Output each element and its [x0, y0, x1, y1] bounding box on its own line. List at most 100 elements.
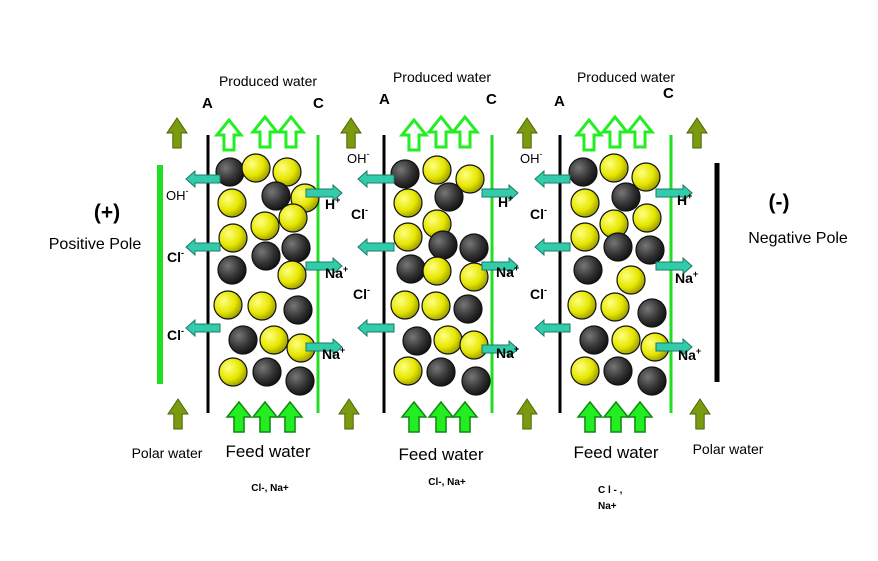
resin-bead-yellow	[393, 222, 423, 252]
produced-water-label-1: Produced water	[219, 73, 317, 89]
resin-bead-yellow	[570, 356, 600, 386]
ion-migration-arrow-icon	[481, 183, 519, 203]
feed-ions-3b: Na+	[598, 501, 617, 512]
ion-label-na: Na+	[325, 264, 348, 281]
ion-migration-arrow-icon	[305, 337, 343, 357]
produced-water-arrow-icon	[213, 117, 245, 152]
resin-bead-yellow	[250, 211, 280, 241]
feed-water-arrow-icon	[626, 400, 654, 433]
resin-bead-yellow	[632, 203, 662, 233]
resin-bead-yellow	[422, 155, 452, 185]
polar-water-arrow-icon	[686, 117, 708, 149]
resin-bead-black	[635, 235, 665, 265]
ion-label-cl: Cl-	[353, 285, 370, 302]
membrane-a-label-3: A	[554, 93, 565, 110]
polar-water-label-right: Polar water	[693, 441, 764, 457]
resin-bead-black	[217, 255, 247, 285]
ion-label-na: Na+	[496, 344, 519, 361]
resin-bead-yellow	[247, 291, 277, 321]
ion-migration-arrow-icon	[534, 318, 571, 338]
resin-beads	[213, 153, 670, 396]
resin-bead-black	[281, 233, 311, 263]
resin-bead-yellow	[259, 325, 289, 355]
resin-bead-yellow	[278, 203, 308, 233]
polar-water-arrow-icon	[516, 117, 538, 149]
resin-bead-black	[461, 366, 491, 396]
feed-water-label-2: Feed water	[398, 445, 483, 464]
produced-water-arrow-icon	[275, 114, 307, 149]
resin-bead-yellow	[570, 188, 600, 218]
ion-migration-arrow-icon	[655, 183, 693, 203]
resin-bead-yellow	[600, 292, 630, 322]
resin-bead-black	[396, 254, 426, 284]
resin-bead-yellow	[422, 256, 452, 286]
polar-water-label-left: Polar water	[132, 445, 203, 461]
resin-bead-black	[390, 159, 420, 189]
produced-water-label-2: Produced water	[393, 69, 491, 85]
resin-bead-yellow	[272, 157, 302, 187]
produced-water-arrow-icon	[249, 114, 281, 149]
produced-water-arrow-icon	[573, 117, 605, 152]
feed-water-arrow-icon	[225, 400, 253, 433]
resin-bead-yellow	[393, 188, 423, 218]
resin-bead-yellow	[421, 291, 451, 321]
resin-bead-black	[434, 182, 464, 212]
ion-label-h: H+	[325, 195, 340, 212]
ion-label-oh: OH-	[347, 149, 370, 166]
feed-water-arrow-icon	[576, 400, 604, 433]
resin-bead-black	[285, 366, 315, 396]
resin-bead-yellow	[217, 188, 247, 218]
polar-water-arrow-icon	[338, 398, 360, 430]
polar-water-arrow-icon	[340, 117, 362, 149]
resin-bead-yellow	[218, 357, 248, 387]
ion-label-na: Na+	[496, 263, 519, 280]
resin-bead-yellow	[599, 153, 629, 183]
ion-labels: OH-Cl-Cl-H+Na+Na+OH-Cl-Cl-H+Na+Na+OH-Cl-…	[166, 149, 701, 363]
ion-migration-arrow-icon	[481, 339, 519, 359]
membrane-a-label-2: A	[379, 91, 390, 108]
resin-bead-yellow	[390, 290, 420, 320]
resin-bead-yellow	[616, 265, 646, 295]
ion-label-cl: Cl-	[167, 326, 184, 343]
ion-migration-arrows	[185, 169, 693, 359]
feed-water-arrow-icon	[251, 400, 279, 433]
resin-bead-black	[579, 325, 609, 355]
resin-bead-black	[428, 230, 458, 260]
feed-water-arrow-icon	[451, 400, 479, 433]
ion-label-na: Na+	[675, 269, 698, 286]
polar-water-arrow-icon	[166, 117, 188, 149]
ion-label-na: Na+	[678, 346, 701, 363]
ion-migration-arrow-icon	[357, 318, 395, 338]
resin-bead-black	[402, 326, 432, 356]
negative-sign: (-)	[769, 191, 790, 214]
membrane-c-label-2: C	[486, 91, 497, 108]
positive-sign: (+)	[94, 201, 120, 224]
resin-bead-yellow	[393, 356, 423, 386]
produced-water-label-3: Produced water	[577, 69, 675, 85]
feed-water-label-1: Feed water	[225, 442, 310, 461]
ion-label-cl: Cl-	[530, 285, 547, 302]
resin-bead-black	[283, 295, 313, 325]
ion-migration-arrow-icon	[481, 256, 519, 276]
resin-bead-yellow	[218, 223, 248, 253]
resin-bead-yellow	[459, 262, 489, 292]
membrane-c-label-3: C	[663, 85, 674, 102]
ion-label-cl: Cl-	[351, 205, 368, 222]
ion-migration-arrow-icon	[185, 318, 221, 338]
resin-bead-yellow	[567, 290, 597, 320]
membrane-c-label-1: C	[313, 95, 324, 112]
produced-water-arrow-icon	[599, 114, 631, 149]
feed-water-arrow-icon	[400, 400, 428, 433]
feed-water-arrow-icon	[427, 400, 455, 433]
resin-bead-yellow	[433, 325, 463, 355]
produced-water-arrow-icon	[425, 114, 457, 149]
ion-label-h: H+	[498, 193, 513, 210]
ion-migration-arrow-icon	[185, 169, 221, 189]
feed-water-arrow-icon	[276, 400, 304, 433]
feed-water-label-3: Feed water	[573, 443, 658, 462]
feed-ions-3a: C l - ,	[598, 485, 623, 496]
ion-migration-arrow-icon	[534, 237, 571, 257]
membrane-a-label-1: A	[202, 95, 213, 112]
resin-bead-yellow	[455, 164, 485, 194]
resin-bead-black	[573, 255, 603, 285]
